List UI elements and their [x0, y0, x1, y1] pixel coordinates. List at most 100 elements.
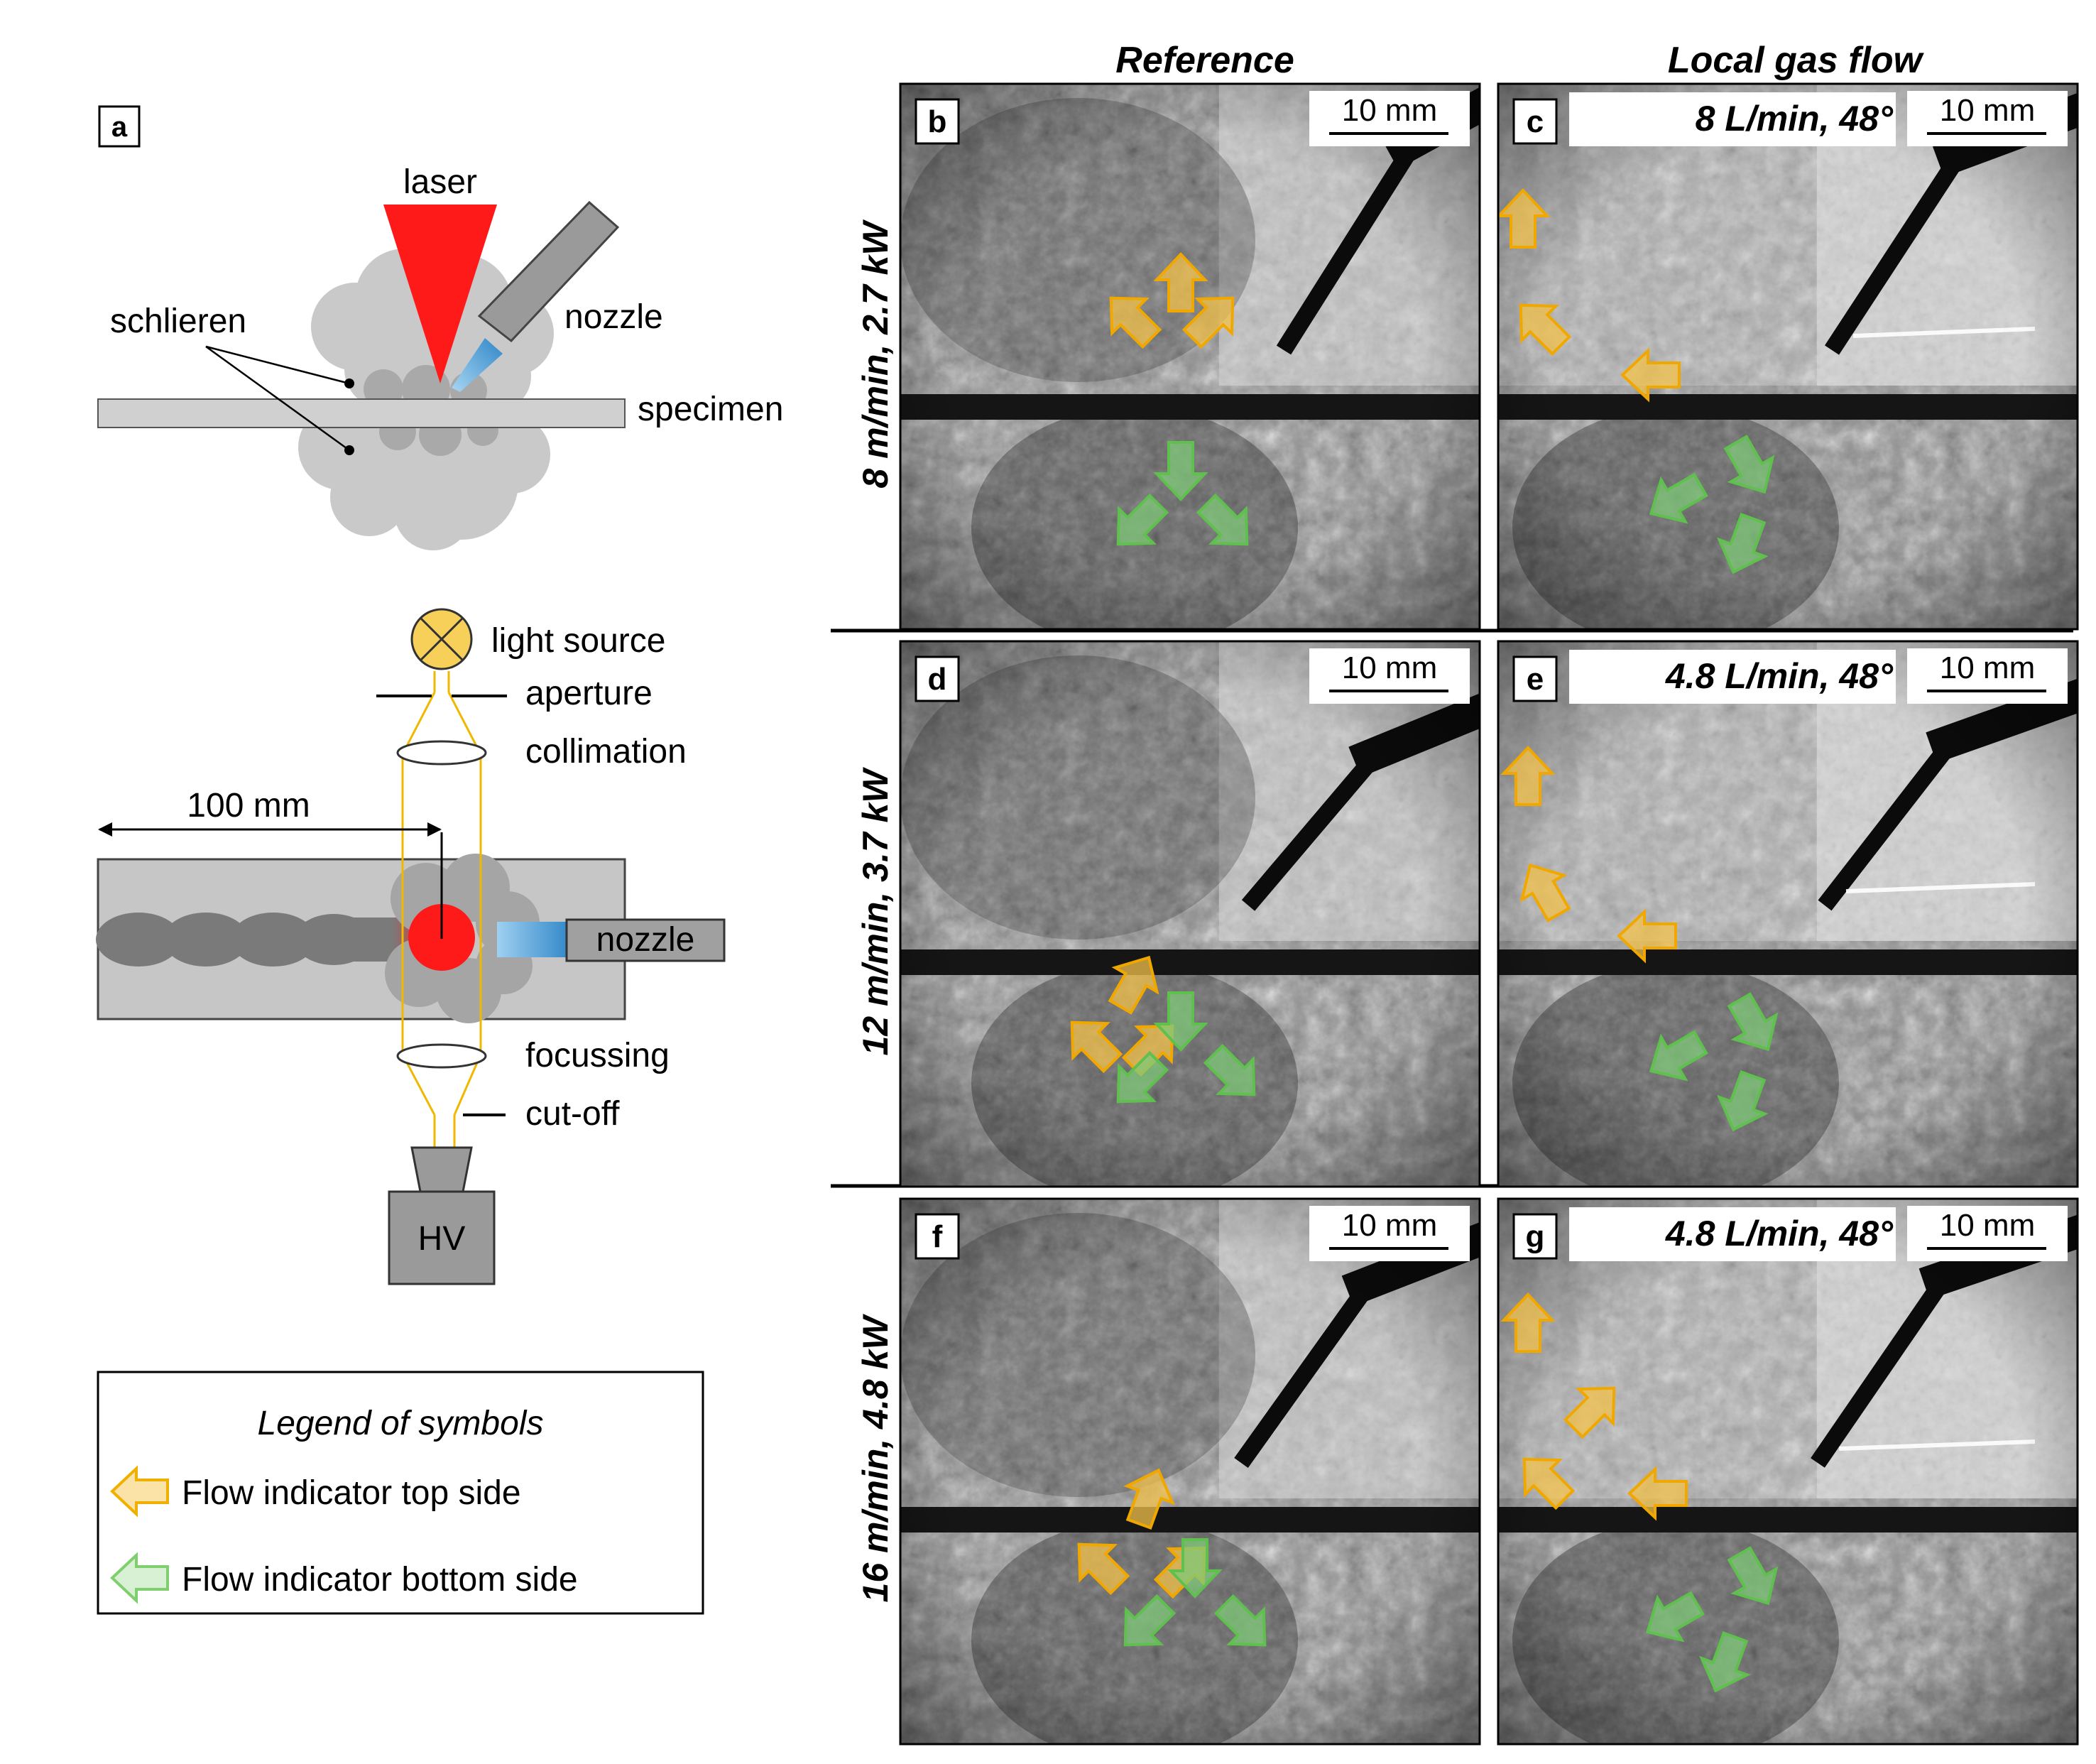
- nozzle-body: [477, 200, 620, 343]
- panel-g: g 10 mm 4.8 L/min, 48°: [1497, 1197, 2079, 1746]
- vignette: [900, 641, 1480, 1187]
- condition-label: 4.8 L/min, 48°: [1665, 1214, 1894, 1253]
- laser-label: laser: [403, 163, 477, 201]
- flow-arrow-bottom-icon: [1203, 1043, 1256, 1096]
- side-nozzle: [565, 918, 726, 962]
- flow-arrow-bottom-icon: [1123, 1594, 1177, 1647]
- focussing-lens: [396, 1043, 487, 1069]
- panel-letter: e: [1527, 662, 1544, 697]
- row-label-1: 8 m/min, 2.7 kW: [856, 219, 895, 489]
- camera-lens: [410, 1146, 473, 1193]
- panel-letter: f: [932, 1219, 943, 1254]
- side-jet: [497, 922, 572, 957]
- flow-arrow-top-icon: [1563, 1386, 1616, 1439]
- flow-arrow-bottom-icon: [1167, 1538, 1223, 1599]
- specimen-plate: [97, 398, 626, 428]
- panel-border: [1497, 640, 2079, 1188]
- legend-box: [97, 1371, 704, 1615]
- condition-box: [1569, 650, 1896, 704]
- flow-arrow-top-icon: [1522, 1457, 1576, 1510]
- nozzle-label: nozzle: [564, 298, 663, 336]
- flow-arrow-top-icon: [1620, 347, 1681, 403]
- column-header-reference: Reference: [1115, 40, 1294, 81]
- flow-arrow-bottom-icon: [1213, 1594, 1267, 1647]
- schlieren-image: [900, 1199, 1480, 1744]
- flow-arrow-bottom-icon: [1717, 513, 1769, 575]
- condition-box: [1569, 92, 1896, 146]
- scale-bar-label: 10 mm: [1940, 1208, 2035, 1243]
- vignette: [900, 84, 1480, 629]
- dimension-label: 100 mm: [187, 787, 310, 824]
- panel-letter: a: [111, 111, 128, 143]
- flow-arrow-bottom-icon: [1153, 441, 1208, 501]
- collimation-lens: [396, 740, 487, 766]
- flow-arrow-top-icon: [1153, 252, 1208, 312]
- flow-arrow-top-icon: [1498, 188, 1551, 249]
- panel-letter-box: [915, 1213, 960, 1260]
- flow-arrow-bottom-icon: [1645, 1591, 1705, 1643]
- flow-arrow-bottom-icon: [1153, 991, 1208, 1052]
- nozzle-jet: [452, 338, 503, 392]
- scale-bar-label: 10 mm: [1342, 650, 1437, 685]
- panel-letter-box: [1512, 98, 1558, 145]
- flow-arrow-top-icon: [1109, 296, 1162, 349]
- light-source-label: light source: [491, 622, 665, 660]
- panel-border: [899, 82, 1481, 631]
- panel-border: [899, 640, 1481, 1188]
- scale-bar-label: 10 mm: [1940, 93, 2035, 128]
- flow-arrow-top-icon: [1077, 1542, 1130, 1596]
- leader-line: [205, 345, 350, 452]
- condition-label: 4.8 L/min, 48°: [1665, 656, 1894, 696]
- leader-dot: [344, 379, 354, 388]
- panel-e: e 10 mm 4.8 L/min, 48°: [1497, 640, 2079, 1188]
- vignette: [1498, 641, 2078, 1187]
- legend-bottom-label: Flow indicator bottom side: [182, 1561, 578, 1599]
- leader-line: [205, 345, 350, 385]
- side-illustration: nozzle light source apertur: [96, 608, 726, 1285]
- panel-border: [1497, 82, 2079, 631]
- flow-arrow-bottom-icon: [1723, 435, 1775, 494]
- collimation-label: collimation: [525, 733, 687, 771]
- panel-letter: c: [1527, 104, 1544, 139]
- light-source-cross: [419, 616, 464, 662]
- flow-arrow-bottom-icon: [1717, 1070, 1769, 1132]
- scale-bar-box: [1907, 91, 2068, 146]
- flow-arrow-top-icon: [1519, 863, 1571, 922]
- flow-arrow-bottom-icon: [1727, 992, 1779, 1052]
- panel-letter: g: [1526, 1219, 1545, 1254]
- column-header-local: Local gas flow: [1668, 40, 1925, 81]
- flow-arrow-bottom-icon: [1116, 1050, 1169, 1104]
- legend-top-label: Flow indicator top side: [182, 1474, 521, 1512]
- flow-arrow-top-icon: [1181, 296, 1235, 349]
- flow-arrow-top-icon: [1627, 1466, 1688, 1521]
- scale-bar-label: 10 mm: [1940, 650, 2035, 685]
- laser-beam: [383, 205, 497, 383]
- legend-title: Legend of symbols: [258, 1405, 544, 1442]
- row-label-3: 16 m/min, 4.8 kW: [856, 1314, 895, 1603]
- panel-letter: d: [928, 662, 947, 697]
- flow-arrow-top-icon: [1500, 746, 1556, 806]
- legend-bottom-arrow-icon: [110, 1552, 169, 1604]
- camera-label: HV: [418, 1220, 466, 1258]
- schlieren-image: [1498, 84, 2078, 629]
- vignette: [1498, 1199, 2078, 1744]
- top-illustration: laser nozzle schlieren specimen: [97, 163, 783, 550]
- panel-border: [1497, 1197, 2079, 1746]
- flow-arrow-top-icon: [1519, 303, 1572, 356]
- vignette: [900, 1199, 1480, 1744]
- flow-arrow-top-icon: [1070, 1020, 1123, 1074]
- flow-arrow-bottom-icon: [1649, 472, 1708, 524]
- legend: Legend of symbols Flow indicator top sid…: [97, 1371, 704, 1615]
- panel-letter-box: [1512, 1213, 1558, 1260]
- side-nozzle-label: nozzle: [596, 921, 695, 959]
- scale-bar-box: [1309, 1206, 1470, 1261]
- vignette: [1498, 84, 2078, 629]
- schlieren-image: [900, 84, 1480, 629]
- leader-dot: [344, 445, 354, 455]
- aperture-label: aperture: [525, 675, 653, 712]
- flow-arrow-bottom-icon: [1116, 493, 1169, 546]
